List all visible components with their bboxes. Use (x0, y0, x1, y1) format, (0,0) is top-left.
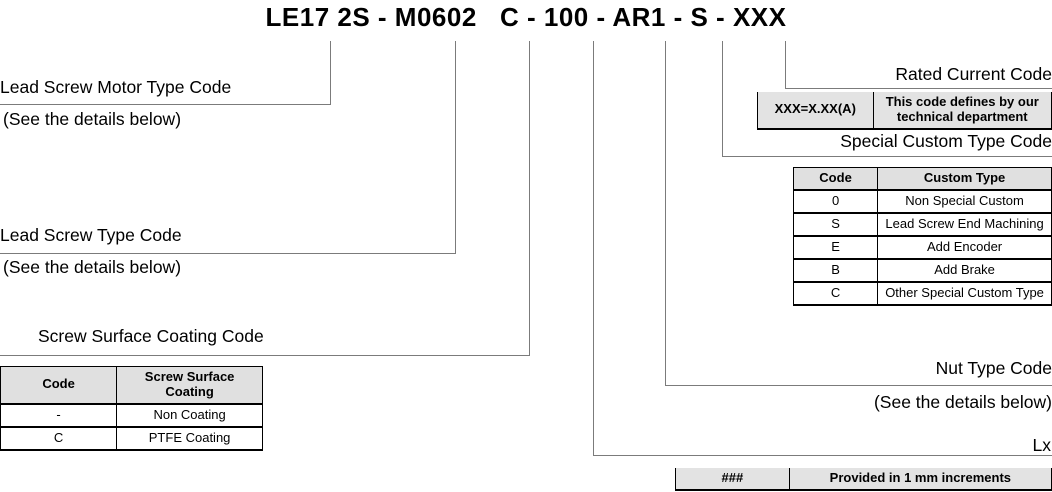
cell-rated-current-description: This code defines by our technical depar… (872, 92, 1052, 130)
cell-value: Add Encoder (877, 235, 1052, 260)
leader-line-lead-screw-motor-type-horizontal (0, 104, 331, 105)
cell-rated-current-code: XXX=X.XX(A) (757, 92, 874, 130)
table-row: XXX=X.XX(A) This code defines by our tec… (757, 92, 1052, 130)
leader-line-lead-screw-type-horizontal (0, 253, 456, 254)
column-header-code: Code (0, 365, 118, 405)
leader-line-lead-screw-motor-type-vertical (330, 41, 331, 104)
cell-code: B (792, 258, 879, 283)
cell-value: Add Brake (877, 258, 1052, 283)
callout-lead-screw-motor-type: Lead Screw Motor Type Code (0, 77, 232, 97)
table-row: B Add Brake (792, 258, 1052, 283)
table-row: 0 Non Special Custom (792, 189, 1052, 214)
column-header-custom-type: Custom Type (877, 166, 1052, 191)
table-row: S Lead Screw End Machining (792, 212, 1052, 237)
note-lead-screw-motor-type: (See the details below) (3, 109, 182, 129)
callout-screw-surface-coating: Screw Surface Coating Code (38, 326, 264, 346)
callout-lead-screw-type: Lead Screw Type Code (0, 225, 182, 245)
rated-current-code-table: XXX=X.XX(A) This code defines by our tec… (757, 92, 1052, 130)
screw-surface-coating-table: Code Screw Surface Coating - Non Coating… (0, 365, 263, 451)
table-header-row: Code Screw Surface Coating (0, 365, 263, 405)
cell-value: Lead Screw End Machining (877, 212, 1052, 237)
table-header-row: Code Custom Type (792, 166, 1052, 191)
cell-value: PTFE Coating (116, 426, 263, 451)
cell-lx-code: ### (675, 468, 790, 491)
custom-type-table: Code Custom Type 0 Non Special Custom S … (792, 166, 1052, 306)
leader-line-lx-vertical (593, 41, 594, 456)
leader-line-lx-horizontal (593, 455, 1052, 456)
leader-line-rated-current-horizontal (785, 88, 1052, 89)
callout-lx: Lx (1032, 435, 1051, 455)
table-row: E Add Encoder (792, 235, 1052, 260)
table-row: - Non Coating (0, 403, 263, 428)
cell-value: Non Coating (116, 403, 263, 428)
table-row: ### Provided in 1 mm increments (675, 468, 1052, 491)
leader-line-screw-surface-coating-vertical (529, 41, 530, 355)
column-header-screw-surface-coating: Screw Surface Coating (116, 365, 263, 405)
cell-code: C (0, 426, 118, 451)
leader-line-screw-surface-coating-horizontal (0, 355, 530, 356)
leader-line-nut-type-horizontal (665, 385, 1052, 386)
leader-line-special-custom-type-horizontal (722, 156, 1052, 157)
cell-code: S (792, 212, 879, 237)
page-title: LE17 2S - M0602 C - 100 - AR1 - S - XXX (265, 2, 787, 32)
cell-lx-description: Provided in 1 mm increments (788, 468, 1052, 491)
lx-length-table: ### Provided in 1 mm increments (675, 468, 1052, 491)
cell-code: E (792, 235, 879, 260)
leader-line-nut-type-vertical (665, 41, 666, 385)
note-nut-type: (See the details below) (873, 392, 1052, 412)
table-row: C Other Special Custom Type (792, 281, 1052, 306)
cell-code: C (792, 281, 879, 306)
note-lead-screw-type: (See the details below) (3, 257, 182, 277)
cell-value: Non Special Custom (877, 189, 1052, 214)
leader-line-lead-screw-type-vertical (455, 41, 456, 253)
column-header-code: Code (792, 166, 879, 191)
cell-value: Other Special Custom Type (877, 281, 1052, 306)
callout-rated-current: Rated Current Code (895, 64, 1052, 84)
callout-special-custom-type: Special Custom Type Code (840, 131, 1052, 151)
leader-line-special-custom-type-vertical (722, 41, 723, 156)
cell-code: - (0, 403, 118, 428)
leader-line-rated-current-vertical (785, 41, 786, 88)
table-row: C PTFE Coating (0, 426, 263, 451)
cell-code: 0 (792, 189, 879, 214)
callout-nut-type: Nut Type Code (935, 358, 1052, 378)
